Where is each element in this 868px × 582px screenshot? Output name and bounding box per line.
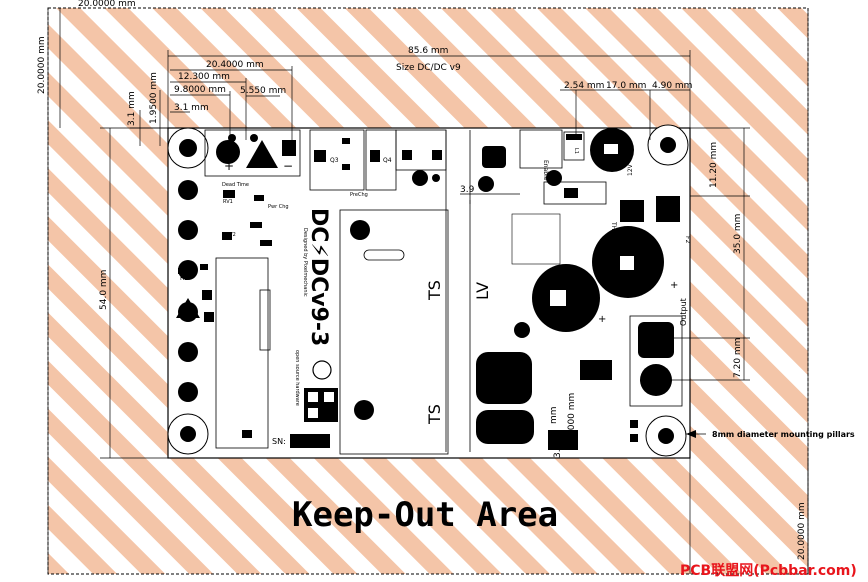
pcb-board: + − Q3 Q4 PreChg Pwr Chg Dead Time [167, 124, 691, 459]
output-label: Output [679, 298, 688, 326]
dim-17: 17.0 mm [606, 81, 646, 91]
ts-bottom-label: TS [425, 404, 444, 425]
trim-pots: RV1 RV2 R1 [176, 190, 272, 322]
dim-3-9: 3.9 [460, 185, 475, 195]
heatsink-ts [339, 209, 449, 455]
rv1-label: RV1 [223, 199, 233, 205]
board-logo: DC⚡DCv9-3 [306, 208, 331, 346]
plus-marking: + [224, 159, 234, 173]
dim-1-95: 1.9500 mm [149, 72, 159, 124]
lv-label: LV [473, 282, 492, 300]
dim-3-8: 3.80 [553, 438, 563, 458]
dim-3-1: 3.1 mm [174, 103, 209, 113]
dim-top-margin: 20.0000 mm [78, 0, 136, 9]
watermark: PCB联盟网(Pcbbar.com) [680, 563, 857, 579]
dim-small-mm: mm [549, 406, 559, 424]
serial-number-box [290, 434, 330, 448]
12v-label: 12V [627, 163, 634, 176]
r1-label: R1 [180, 275, 188, 282]
cap2-plus-marking: + [598, 314, 606, 325]
dim-top-margin-left: 20.0000 mm [37, 36, 47, 94]
dim-9-8: 9.8000 mm [174, 85, 226, 95]
f2-label: F2 [684, 236, 691, 243]
dim-4-9: 4.90 mm [652, 81, 692, 91]
pwrchg-label: Pwr Chg [268, 204, 289, 210]
designer-credit: Designed by Pixelmechanic [302, 228, 308, 297]
q4-label: Q4 [383, 157, 392, 164]
deadtime-label: Dead Time [222, 182, 249, 188]
cap-plus-marking: + [670, 280, 678, 291]
q3-label: Q3 [330, 157, 339, 164]
l1-label: L1 [573, 148, 579, 154]
dim-7-2: 7.20 mm [733, 338, 743, 378]
dim-54: 54.0 mm [99, 270, 109, 310]
dim-11-2: 11.20 mm [709, 142, 719, 188]
dimension-labels: 20.0000 mm 20.0000 mm 85.6 mm Size DC/DC… [37, 0, 855, 560]
dim-2-54: 2.54 mm [564, 81, 604, 91]
keepout-area-label: Keep-Out Area [292, 495, 558, 535]
dim-12-3: 12.300 mm [178, 72, 230, 82]
dim-35: 35.0 mm [733, 214, 743, 254]
transformer-outline [215, 257, 269, 449]
open-source-label: open source hardware [294, 350, 300, 406]
mounting-pillars-note: 8mm diameter mounting pillars [712, 430, 855, 439]
dim-5000: 5000 mm [567, 393, 577, 436]
rv2-label: RV2 [226, 232, 236, 238]
dim-width-total: 85.6 mm [408, 46, 448, 56]
th1-label: TH1 [610, 221, 617, 234]
dim-20-4: 20.4000 mm [206, 60, 264, 70]
board-title: Size DC/DC v9 [396, 63, 461, 73]
serial-number-label: SN: [272, 437, 286, 446]
oshw-gear-icon [312, 360, 332, 380]
enable-label: Enable [542, 160, 549, 181]
prechg-label: PreChg [350, 192, 368, 198]
dimension-lines [47, 8, 809, 574]
connector-q3: Q3 [309, 129, 365, 191]
power-input-terminal: + − [204, 129, 301, 177]
right-components: L1 Enable 12V TH1 F2 + + Output [412, 128, 691, 450]
dim-bottom-margin: 20.0000 mm [797, 502, 807, 560]
dim-5-55: 5.550 mm [240, 86, 286, 96]
ts-top-label: TS [425, 280, 444, 301]
dim-3-1-vertical: 3.1 mm [127, 91, 137, 126]
minus-marking: − [283, 159, 293, 173]
